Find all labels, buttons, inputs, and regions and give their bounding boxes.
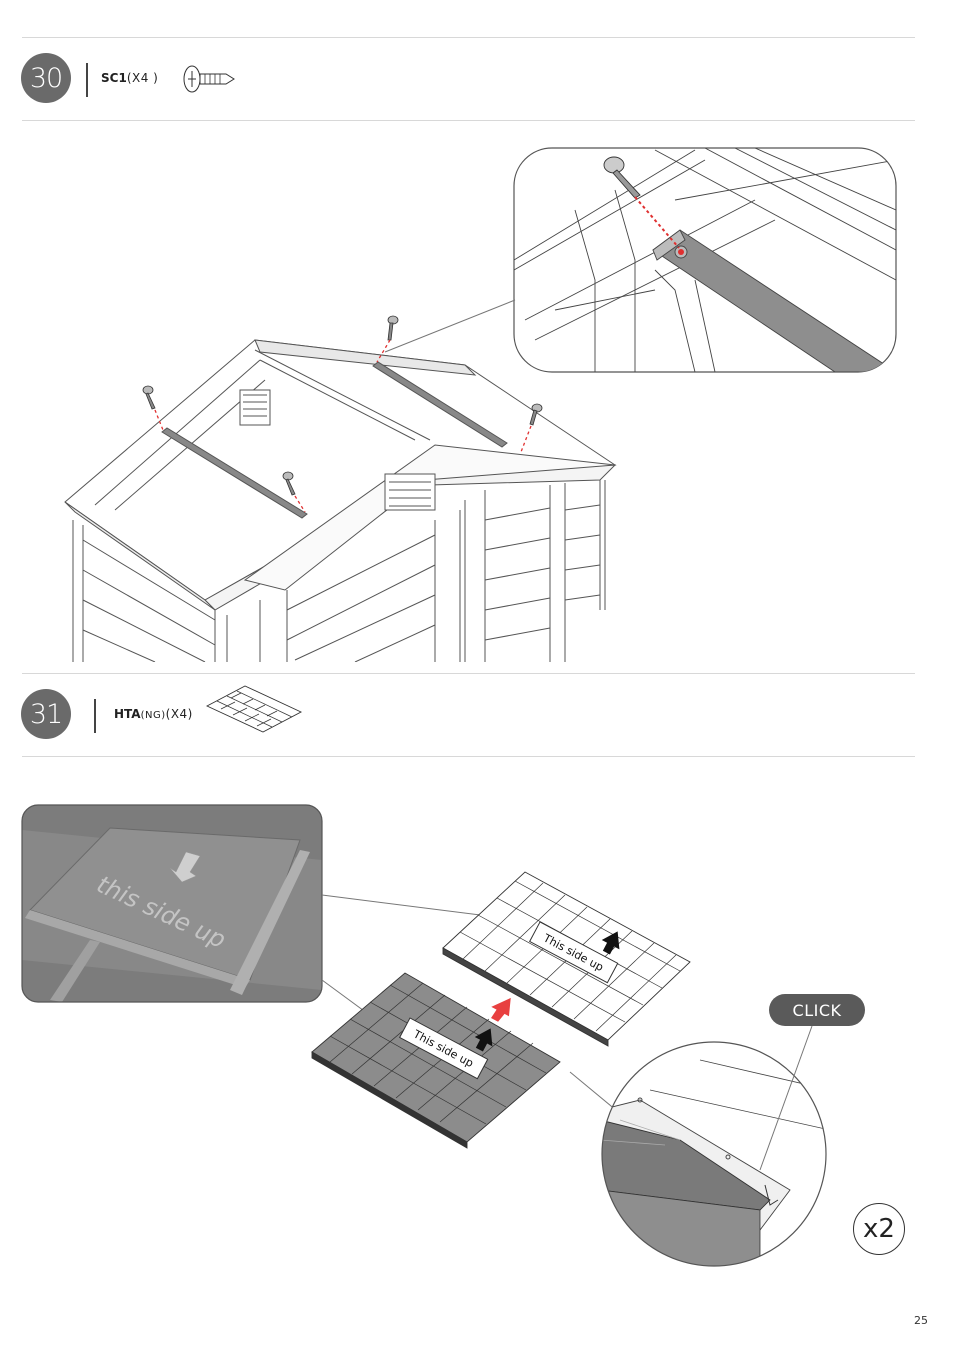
part-qty: (X4 ) xyxy=(126,71,159,85)
repeat-x2-badge: x2 xyxy=(853,1203,905,1255)
screw-2 xyxy=(387,315,399,341)
part-qty: (X4) xyxy=(165,707,193,721)
roof-tile-panel-icon xyxy=(205,685,303,733)
part-variant: (NG) xyxy=(140,710,166,721)
part-code: HTA xyxy=(114,707,141,721)
step-31-rule xyxy=(22,756,915,757)
screw-icon xyxy=(183,65,235,93)
roof-panel-illustration: this side up This side up xyxy=(21,804,827,1267)
step-30-badge: 30 xyxy=(21,53,71,103)
upper-arrow-icon xyxy=(601,931,620,955)
top-rule xyxy=(22,37,915,38)
mid-rule xyxy=(22,673,915,674)
label-detail-callout xyxy=(21,804,323,1003)
red-up-arrow-icon xyxy=(491,997,511,1022)
click-badge: CLICK xyxy=(769,994,865,1026)
lower-panel xyxy=(311,972,561,1149)
shed-roof-illustration xyxy=(64,147,897,662)
click-detail-callout xyxy=(601,1041,827,1267)
step-30-part-label: SC1(X4 ) xyxy=(101,71,158,85)
step-31-divider xyxy=(94,699,96,733)
screw-1 xyxy=(142,385,156,410)
lower-arrow-icon xyxy=(474,1028,493,1052)
step-31-badge: 31 xyxy=(21,689,71,739)
page-number: 25 xyxy=(914,1314,928,1327)
screw-3 xyxy=(529,403,543,426)
step-30-rule xyxy=(22,120,915,121)
step-30-divider xyxy=(86,63,88,97)
screw-4 xyxy=(282,471,296,496)
part-code: SC1 xyxy=(101,71,127,85)
step-31-part-label: HTA(NG)(X4) xyxy=(114,707,193,721)
screw-detail-callout xyxy=(513,147,897,373)
